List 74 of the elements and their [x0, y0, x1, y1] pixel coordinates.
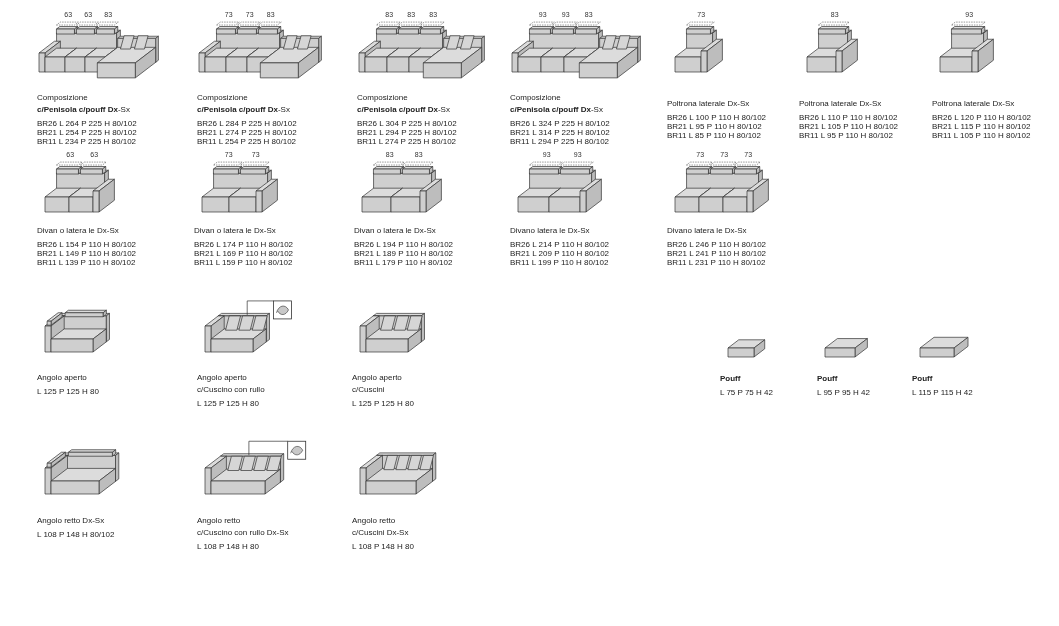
- dimension-spec: BR26 L 214 P 110 H 80/102: [510, 240, 610, 249]
- product-name: Angolo retto: [197, 515, 242, 527]
- product-name: Divano latera le Dx-Sx: [510, 225, 591, 237]
- dimension-spec: BR21 L 314 P 225 H 80/102: [510, 128, 610, 137]
- product-variant: c/Penisola c/pouff Dx-Sx: [510, 104, 604, 116]
- dimension-spec: BR26 L 324 P 225 H 80/102: [510, 119, 610, 128]
- dimension-spec: BR26 L 100 P 110 H 80/102: [667, 113, 767, 122]
- dimension-spec: L 125 P 125 H 80: [197, 399, 260, 408]
- product-name: Pouff: [720, 373, 742, 385]
- dimension-spec: BR26 L 284 P 225 H 80/102: [197, 119, 297, 128]
- product-variant: c/Penisola c/pouff Dx-Sx: [357, 104, 451, 116]
- product-name: Poltrona laterale Dx-Sx: [932, 98, 1016, 110]
- dimension-spec: L 108 P 148 H 80/102: [37, 530, 115, 539]
- product-name: Angolo aperto: [352, 372, 403, 384]
- dimension-spec: BR26 L 120 P 110 H 80/102: [932, 113, 1032, 122]
- dimension-spec: BR21 L 294 P 225 H 80/102: [357, 128, 457, 137]
- product-name: Divano latera le Dx-Sx: [667, 225, 748, 237]
- dimension-spec: BR11 L 199 P 110 H 80/102: [510, 258, 610, 267]
- dimension-spec: BR11 L 234 P 225 H 80/102: [37, 137, 137, 146]
- dimension-spec: BR26 L 194 P 110 H 80/102: [354, 240, 454, 249]
- dimension-spec: BR21 L 189 P 110 H 80/102: [354, 249, 454, 258]
- dimension-spec: BR11 L 231 P 110 H 80/102: [667, 258, 767, 267]
- dimension-spec: BR26 L 264 P 225 H 80/102: [37, 119, 137, 128]
- product-name: Poltrona laterale Dx-Sx: [667, 98, 751, 110]
- product-name: Divan o latera le Dx-Sx: [354, 225, 437, 237]
- product-name: Divan o latera le Dx-Sx: [194, 225, 277, 237]
- dimension-spec: BR21 L 169 P 110 H 80/102: [194, 249, 294, 258]
- product-name: Angolo retto: [352, 515, 397, 527]
- dimension-spec: BR11 L 179 P 110 H 80/102: [354, 258, 454, 267]
- product-name: Angolo aperto: [197, 372, 248, 384]
- dimension-spec: L 95 P 95 H 42: [817, 388, 870, 397]
- dimension-spec: BR21 L 241 P 110 H 80/102: [667, 249, 767, 258]
- dimension-spec: BR21 L 115 P 110 H 80/102: [932, 122, 1032, 131]
- product-name: Poltrona laterale Dx-Sx: [799, 98, 883, 110]
- dimension-spec: BR26 L 174 P 110 H 80/102: [194, 240, 294, 249]
- product-name: Composizione: [510, 92, 562, 104]
- dimension-spec: BR21 L 105 P 110 H 80/102: [799, 122, 899, 131]
- dimension-spec: BR11 L 274 P 225 H 80/102: [357, 137, 457, 146]
- dimension-spec: L 108 P 148 H 80: [197, 542, 260, 551]
- product-variant: c/Cuscini Dx-Sx: [352, 527, 410, 539]
- dimension-spec: BR11 L 294 P 225 H 80/102: [510, 137, 610, 146]
- product-name: Pouff: [912, 373, 934, 385]
- product-name: Divan o latera le Dx-Sx: [37, 225, 120, 237]
- product-name: Angolo aperto: [37, 372, 88, 384]
- product-variant: c/Cuscini: [352, 384, 386, 396]
- dimension-spec: BR11 L 95 P 110 H 80/102: [799, 131, 894, 140]
- product-variant: c/Cuscino con rullo: [197, 384, 265, 396]
- dimension-spec: L 125 P 125 H 80: [37, 387, 99, 396]
- dimension-spec: BR26 L 110 P 110 H 80/102: [799, 113, 899, 122]
- dimension-spec: BR26 L 246 P 110 H 80/102: [667, 240, 767, 249]
- dimension-spec: BR26 L 304 P 225 H 80/102: [357, 119, 457, 128]
- product-variant: c/Penisola c/pouff Dx-Sx: [197, 104, 291, 116]
- product-name: Composizione: [197, 92, 249, 104]
- product-name: Angolo retto Dx-Sx: [37, 515, 106, 527]
- product-variant: c/Penisola c/pouff Dx-Sx: [37, 104, 131, 116]
- product-name: Composizione: [357, 92, 409, 104]
- dimension-spec: BR11 L 159 P 110 H 80/102: [194, 258, 294, 267]
- dimension-spec: BR21 L 274 P 225 H 80/102: [197, 128, 297, 137]
- dimension-spec: BR11 L 139 P 110 H 80/102: [37, 258, 137, 267]
- dimension-spec: BR11 L 105 P 110 H 80/102: [932, 131, 1032, 140]
- product-variant: c/Cuscino con rullo Dx-Sx: [197, 527, 289, 539]
- dimension-spec: L 75 P 75 H 42: [720, 388, 773, 397]
- dimension-spec: BR21 L 254 P 225 H 80/102: [37, 128, 137, 137]
- product-name: Composizione: [37, 92, 89, 104]
- dimension-spec: L 108 P 148 H 80: [352, 542, 414, 551]
- dimension-spec: BR11 L 85 P 110 H 80/102: [667, 131, 762, 140]
- dimension-spec: BR21 L 149 P 110 H 80/102: [37, 249, 137, 258]
- dimension-spec: L 125 P 125 H 80: [352, 399, 414, 408]
- product-name: Pouff: [817, 373, 839, 385]
- dimension-spec: BR21 L 95 P 110 H 80/102: [667, 122, 763, 131]
- dimension-spec: BR11 L 254 P 225 H 80/102: [197, 137, 297, 146]
- dimension-spec: BR21 L 209 P 110 H 80/102: [510, 249, 610, 258]
- dimension-spec: BR26 L 154 P 110 H 80/102: [37, 240, 137, 249]
- dimension-spec: L 115 P 115 H 42: [912, 388, 973, 397]
